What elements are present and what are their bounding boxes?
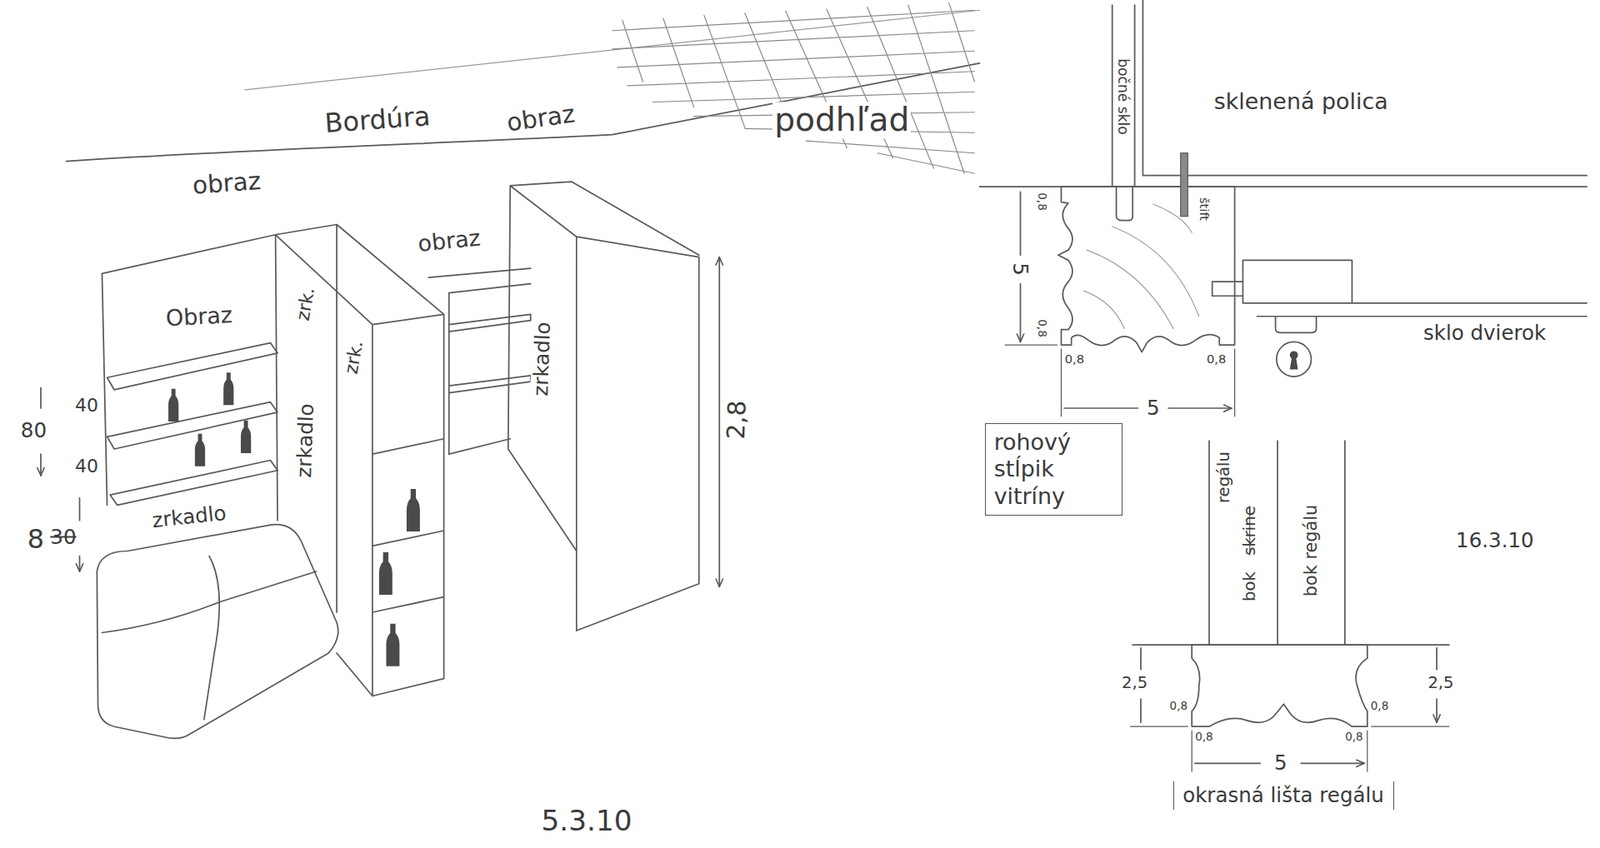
part-label: sklo dvierok: [1421, 322, 1548, 345]
label-box: rohový stĺpik vitríny: [985, 423, 1123, 516]
bottle: [385, 624, 400, 667]
picture-label: obraz: [415, 225, 484, 257]
part-label: bok: [1240, 570, 1260, 604]
bracket-label: okrasná lišta regálu: [1173, 781, 1395, 810]
bottle: [406, 489, 420, 532]
shelf-side-boards: [1132, 440, 1450, 645]
dimension-label: 0,8: [1205, 352, 1228, 366]
dimension-label: 0,8: [1168, 700, 1190, 713]
dimension-label: 2,8: [722, 399, 751, 443]
wall-shelf-unit: [101, 235, 278, 506]
bottle: [240, 420, 251, 454]
dimension-label: 5: [1009, 260, 1032, 278]
extension-line: [1005, 345, 1235, 417]
picture-label: obraz: [503, 100, 579, 137]
dimension-label: 2,5: [1425, 675, 1455, 694]
bottle: [195, 434, 205, 467]
date-label: 5.3.10: [540, 805, 635, 838]
dimension-label: 5: [1145, 396, 1162, 420]
picture-label: Obraz: [163, 302, 235, 331]
mirror-label: zrkadlo: [530, 320, 555, 399]
keyhole: [1290, 357, 1299, 370]
dimension-label: 5: [1272, 751, 1290, 775]
wood-grain-hatch: [1083, 204, 1199, 329]
tall-cabinet: [508, 181, 700, 631]
ceiling-grid: [612, 3, 975, 175]
glass-showcase-tower: [275, 225, 445, 697]
dimension-label: 0,8: [1343, 730, 1365, 744]
extension-line: [1130, 726, 1450, 772]
bottle: [168, 389, 179, 422]
dimension-label: 0,8: [1036, 318, 1050, 340]
ceiling-top-line: [245, 10, 980, 90]
sofa: [96, 525, 338, 740]
node-text: rohový stĺpik vitríny: [994, 429, 1114, 510]
pencil-lines: [40, 0, 1587, 772]
height-dimension-line: [718, 257, 720, 588]
dimension-label: 8: [25, 524, 46, 554]
picture-label: obraz: [190, 167, 264, 200]
mirror-label: zrkadlo: [149, 502, 229, 534]
border-label: Bordúra: [322, 101, 434, 139]
dimension-label: 2,5: [1120, 675, 1150, 694]
middle-shelf-unit: [428, 268, 530, 455]
ceiling-label: podhľad: [772, 102, 911, 139]
lock-knob: [1276, 341, 1312, 377]
part-label: bočné sklo: [1115, 57, 1132, 138]
part-label: štift: [1197, 195, 1211, 223]
glass-shelf: [980, 0, 1588, 187]
part-label: sklenená polica: [1212, 90, 1390, 115]
ceiling-border-line: [66, 63, 980, 162]
dimension-label: 0,8: [1063, 352, 1086, 366]
pin: [1180, 153, 1189, 217]
dimension-label: 30: [48, 526, 78, 550]
date-label: 16.3.10: [1454, 530, 1536, 553]
mirror-label: zrk.: [340, 337, 368, 378]
bottle: [379, 552, 393, 595]
dimension-label: 40: [73, 455, 100, 476]
strip-height-dimension: [1140, 648, 1437, 723]
part-label: skrine: [1240, 504, 1260, 558]
mirror-label: zrk.: [293, 284, 320, 325]
part-label: regálu: [1215, 450, 1235, 505]
dimension-label: 0,8: [1193, 730, 1215, 744]
mirror-dimension-line: [79, 498, 81, 572]
dimension-label: 0,8: [1036, 191, 1050, 213]
dimension-label: 40: [73, 395, 100, 416]
mirror-label: zrkadlo: [293, 401, 319, 480]
corner-post-profile: [1058, 186, 1235, 352]
node-text: okrasná lišta regálu: [1182, 783, 1385, 808]
dimension-label: 80: [19, 419, 49, 442]
decorative-strip-profile: [1191, 645, 1368, 727]
bottle: [223, 372, 234, 405]
part-label: bok regálu: [1301, 503, 1321, 599]
dimension-label: 0,8: [1369, 700, 1390, 713]
side-glass: [1112, 5, 1135, 220]
